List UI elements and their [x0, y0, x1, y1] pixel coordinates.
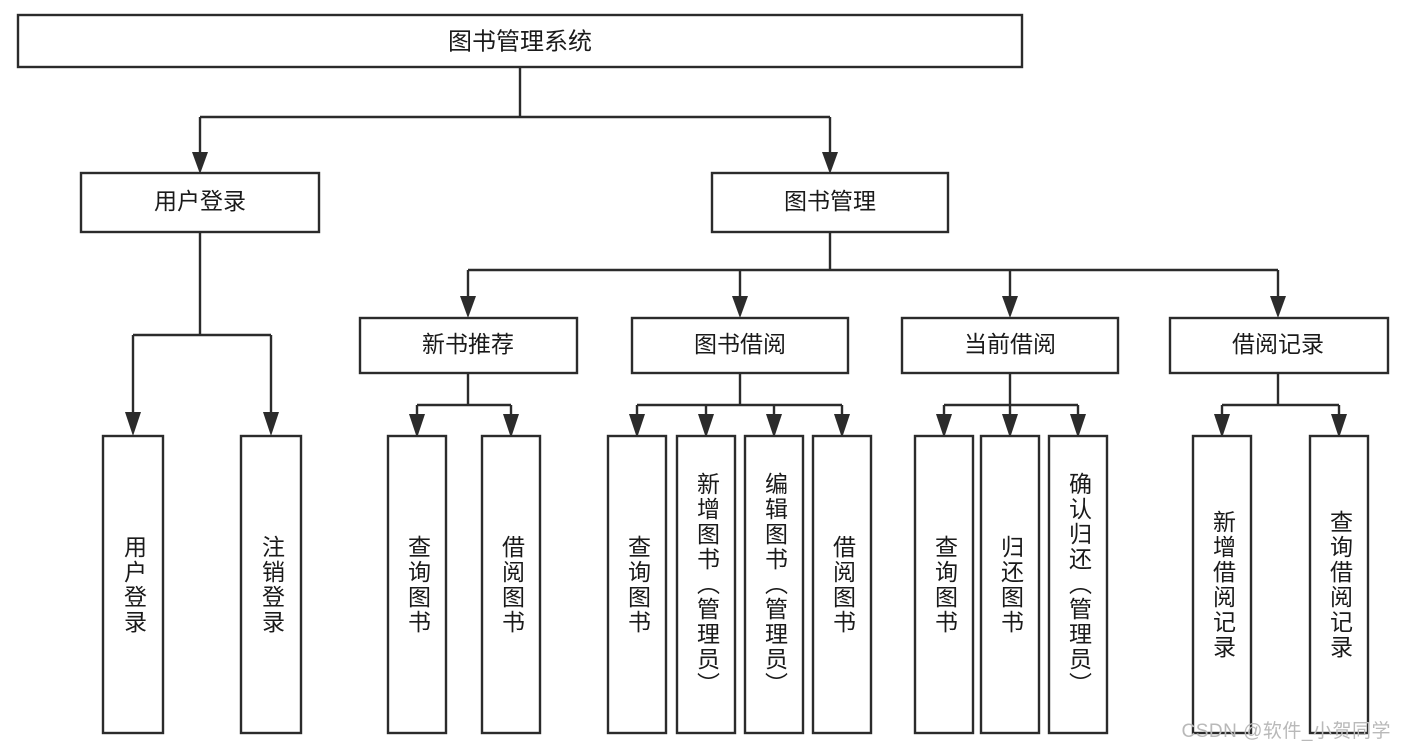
node-box-leaf-query-book-2[interactable]: [606, 434, 668, 735]
node-box-user-login[interactable]: [79, 171, 321, 234]
arrowhead-leaf-add-book: [698, 414, 714, 438]
arrowhead-leaf-query-record: [1331, 414, 1347, 438]
node-box-leaf-borrow-book-2[interactable]: [811, 434, 873, 735]
watermark-text: CSDN @软件_小贺同学: [1181, 721, 1391, 742]
connector-group-current-borrow: [936, 373, 1086, 438]
node-box-leaf-query-record[interactable]: [1308, 434, 1370, 735]
node-label-book-borrow: 图书借阅: [694, 331, 786, 357]
arrowhead-book-borrow: [732, 296, 748, 318]
arrowhead-leaf-add-record: [1214, 414, 1230, 438]
node-box-leaf-user-login[interactable]: [101, 434, 165, 735]
node-label-book-manage: 图书管理: [784, 188, 876, 214]
arrowhead-leaf-logout-login: [263, 412, 279, 436]
arrowhead-user-login: [192, 152, 208, 174]
node-label-borrow-record: 借阅记录: [1232, 331, 1324, 357]
node-current-borrow[interactable]: 当前借阅: [900, 316, 1120, 375]
node-label-user-login: 用户登录: [154, 188, 246, 214]
arrowhead-leaf-borrow-book-2: [834, 414, 850, 438]
arrowhead-leaf-query-book-3: [936, 414, 952, 438]
node-box-current-borrow[interactable]: [900, 316, 1120, 375]
arrowhead-book-manage: [822, 152, 838, 174]
node-book-borrow[interactable]: 图书借阅: [630, 316, 850, 375]
node-box-root[interactable]: [16, 13, 1024, 69]
node-box-new-book-recommend[interactable]: [358, 316, 579, 375]
arrowhead-leaf-return-book: [1002, 414, 1018, 438]
node-box-leaf-add-book[interactable]: [675, 434, 737, 735]
node-user-login[interactable]: 用户登录: [79, 171, 321, 234]
connector-group-new-book-recommend: [409, 373, 519, 438]
arrowhead-leaf-user-login: [125, 412, 141, 436]
node-box-leaf-logout-login[interactable]: [239, 434, 303, 735]
node-label-root: 图书管理系统: [448, 28, 592, 55]
node-box-leaf-add-record[interactable]: [1191, 434, 1253, 735]
node-box-leaf-return-book[interactable]: [979, 434, 1041, 735]
node-borrow-record[interactable]: 借阅记录: [1168, 316, 1390, 375]
connector-group-borrow-record: [1214, 373, 1347, 438]
connector-group-root: [192, 67, 838, 174]
arrowhead-leaf-edit-book: [766, 414, 782, 438]
node-box-book-borrow[interactable]: [630, 316, 850, 375]
node-box-borrow-record[interactable]: [1168, 316, 1390, 375]
node-book-manage[interactable]: 图书管理: [710, 171, 950, 234]
arrowhead-leaf-query-book-2: [629, 414, 645, 438]
arrowhead-new-book-recommend: [460, 296, 476, 318]
node-box-leaf-edit-book[interactable]: [743, 434, 805, 735]
connector-group-book-manage: [460, 232, 1286, 318]
leaf-boxes: [101, 434, 1370, 735]
node-box-leaf-query-book-1[interactable]: [386, 434, 448, 735]
connector-group-book-borrow: [629, 373, 850, 438]
node-box-leaf-confirm-return[interactable]: [1047, 434, 1109, 735]
connector-group-user-login: [125, 232, 279, 436]
node-new-book-recommend[interactable]: 新书推荐: [358, 316, 579, 375]
arrowhead-borrow-record: [1270, 296, 1286, 318]
arrowhead-leaf-borrow-book-1: [503, 414, 519, 438]
node-label-current-borrow: 当前借阅: [964, 331, 1056, 357]
node-box-book-manage[interactable]: [710, 171, 950, 234]
node-label-new-book-recommend: 新书推荐: [422, 331, 514, 357]
node-root[interactable]: 图书管理系统: [16, 13, 1024, 69]
node-box-leaf-borrow-book-1[interactable]: [480, 434, 542, 735]
arrowhead-leaf-query-book-1: [409, 414, 425, 438]
node-box-leaf-query-book-3[interactable]: [913, 434, 975, 735]
arrowhead-leaf-confirm-return: [1070, 414, 1086, 438]
arrowhead-current-borrow: [1002, 296, 1018, 318]
